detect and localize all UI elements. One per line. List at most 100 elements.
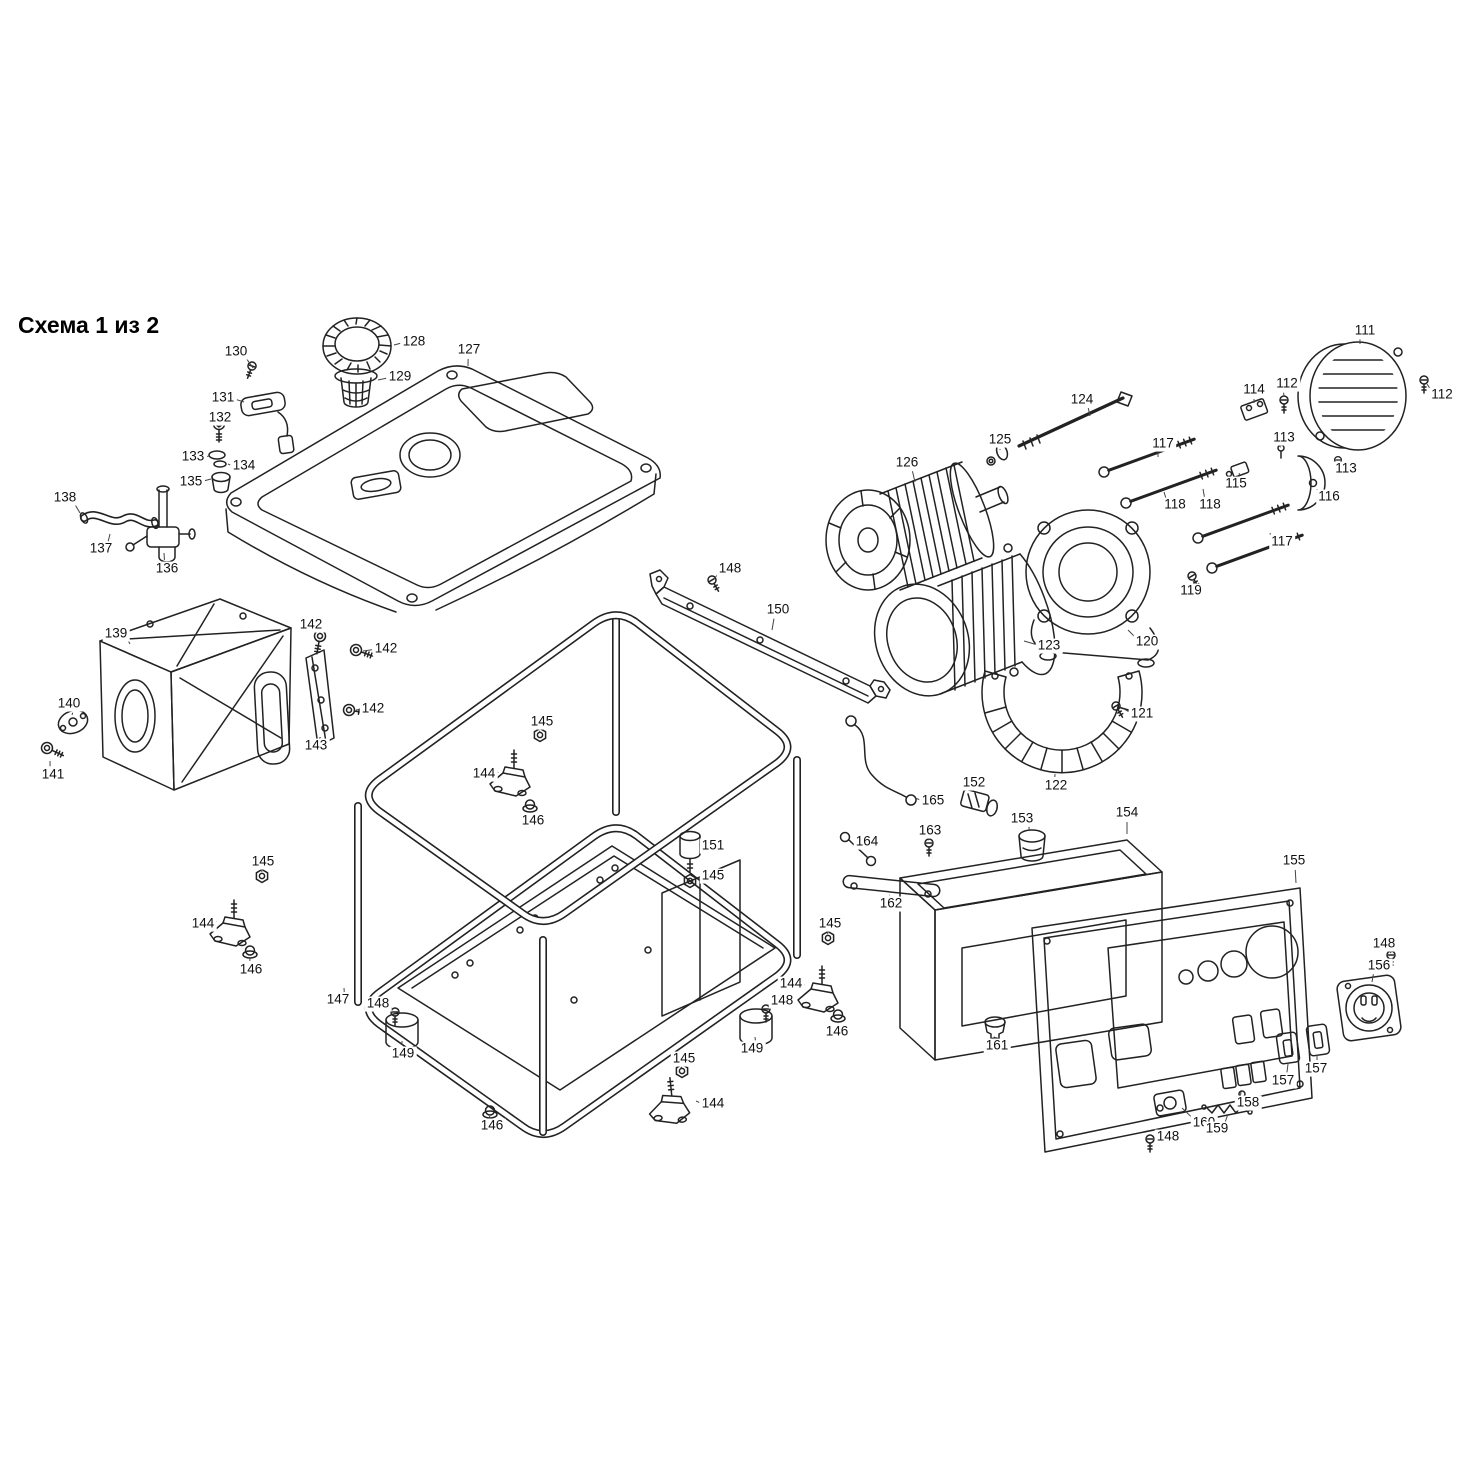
part-number-label: 156 bbox=[1365, 957, 1393, 974]
part-number-label: 145 bbox=[670, 1050, 698, 1067]
bus-bar-162 bbox=[842, 874, 941, 898]
part-number-label: 126 bbox=[893, 454, 921, 471]
part-number-label: 131 bbox=[209, 389, 237, 406]
part-number-label: 147 bbox=[324, 991, 352, 1008]
part-number-label: 148 bbox=[1154, 1128, 1182, 1145]
ground-wire-165 bbox=[845, 715, 917, 806]
part-number-label: 123 bbox=[1035, 637, 1063, 654]
part-number-label: 129 bbox=[386, 368, 414, 385]
panel-box bbox=[899, 839, 1163, 1061]
fan-cover bbox=[1297, 341, 1407, 451]
part-number-label: 154 bbox=[1113, 804, 1141, 821]
part-number-label: 122 bbox=[1042, 777, 1070, 794]
fuel-gauge bbox=[240, 391, 295, 455]
base-plate bbox=[397, 845, 776, 1091]
part-number-label: 148 bbox=[716, 560, 744, 577]
part-number-label: 118 bbox=[1162, 496, 1188, 513]
part-number-label: 144 bbox=[470, 765, 498, 782]
bracket-143 bbox=[305, 649, 335, 747]
part-number-label: 161 bbox=[983, 1037, 1011, 1054]
part-number-label: 149 bbox=[389, 1045, 417, 1062]
part-number-label: 113 bbox=[1333, 460, 1359, 477]
part-number-label: 113 bbox=[1271, 429, 1297, 446]
part-number-label: 117 bbox=[1150, 435, 1176, 452]
part-number-label: 144 bbox=[777, 975, 805, 992]
part-number-label: 136 bbox=[153, 560, 181, 577]
part-number-label: 145 bbox=[699, 867, 727, 884]
part-number-label: 143 bbox=[302, 737, 330, 754]
part-number-label: 163 bbox=[916, 822, 944, 839]
part-number-label: 119 bbox=[1178, 582, 1204, 599]
stator bbox=[873, 543, 1056, 697]
muffler-box bbox=[99, 598, 292, 791]
switch-160 bbox=[1153, 1089, 1187, 1117]
brush-holder-115 bbox=[1225, 461, 1250, 478]
part-number-label: 157 bbox=[1302, 1060, 1330, 1077]
part-number-label: 118 bbox=[1197, 496, 1223, 513]
part-number-label: 115 bbox=[1223, 475, 1249, 492]
part-number-label: 146 bbox=[823, 1023, 851, 1040]
part-number-label: 114 bbox=[1241, 381, 1267, 398]
part-number-label: 112 bbox=[1429, 386, 1455, 403]
washers-133-134 bbox=[208, 450, 227, 468]
part-number-label: 162 bbox=[877, 895, 905, 912]
part-number-label: 148 bbox=[1370, 935, 1398, 952]
part-number-label: 134 bbox=[230, 457, 258, 474]
end-cover-116 bbox=[1297, 455, 1326, 511]
fuel-tank bbox=[225, 365, 661, 613]
part-number-label: 165 bbox=[919, 792, 947, 809]
part-number-label: 142 bbox=[297, 616, 325, 633]
fuel-strainer bbox=[334, 368, 378, 408]
part-number-label: 125 bbox=[986, 431, 1014, 448]
part-number-label: 144 bbox=[699, 1095, 727, 1112]
lead-wire-164 bbox=[839, 831, 877, 867]
part-number-label: 146 bbox=[478, 1117, 506, 1134]
part-number-label: 150 bbox=[764, 601, 792, 618]
part-number-label: 121 bbox=[1128, 705, 1156, 722]
exhaust-flange bbox=[57, 709, 89, 735]
part-number-label: 130 bbox=[222, 343, 250, 360]
part-number-label: 158 bbox=[1234, 1094, 1262, 1111]
part-number-label: 145 bbox=[528, 713, 556, 730]
plate-114 bbox=[1240, 398, 1269, 421]
part-number-label: 153 bbox=[1008, 810, 1036, 827]
grommet-135 bbox=[211, 471, 231, 494]
part-number-label: 148 bbox=[364, 995, 392, 1012]
part-number-label: 116 bbox=[1316, 488, 1342, 505]
terminal-block-158 bbox=[1220, 1060, 1267, 1090]
frame bbox=[354, 611, 801, 1138]
big-outlet bbox=[1336, 974, 1402, 1042]
bumper-151 bbox=[679, 830, 701, 873]
part-number-label: 146 bbox=[519, 812, 547, 829]
clamp-band bbox=[981, 670, 1143, 774]
part-number-label: 117 bbox=[1269, 533, 1295, 550]
part-number-label: 127 bbox=[455, 341, 483, 358]
sheet-title: Схема 1 из 2 bbox=[18, 312, 160, 338]
part-number-label: 140 bbox=[55, 695, 83, 712]
part-number-label: 133 bbox=[179, 448, 207, 465]
part-number-label: 155 bbox=[1280, 852, 1308, 869]
part-number-label: 149 bbox=[738, 1040, 766, 1057]
part-number-label: 146 bbox=[237, 961, 265, 978]
part-number-label: 138 bbox=[51, 489, 79, 506]
part-number-label: 145 bbox=[816, 915, 844, 932]
part-number-label: 145 bbox=[249, 853, 277, 870]
part-number-label: 128 bbox=[400, 333, 428, 350]
part-number-label: 141 bbox=[39, 766, 67, 783]
part-number-label: 120 bbox=[1133, 633, 1161, 650]
part-number-label: 159 bbox=[1203, 1120, 1231, 1137]
part-number-label: 144 bbox=[189, 915, 217, 932]
part-number-label: 142 bbox=[372, 640, 400, 657]
fuel-cap bbox=[322, 317, 392, 375]
fuel-hose bbox=[79, 511, 159, 530]
part-number-label: 164 bbox=[853, 833, 881, 850]
part-number-label: 139 bbox=[102, 625, 130, 642]
cross-brace bbox=[649, 569, 891, 704]
through-bolt-124 bbox=[1017, 391, 1133, 450]
part-number-label: 132 bbox=[206, 409, 234, 426]
part-number-label: 157 bbox=[1269, 1072, 1297, 1089]
part-number-label: 124 bbox=[1068, 391, 1096, 408]
